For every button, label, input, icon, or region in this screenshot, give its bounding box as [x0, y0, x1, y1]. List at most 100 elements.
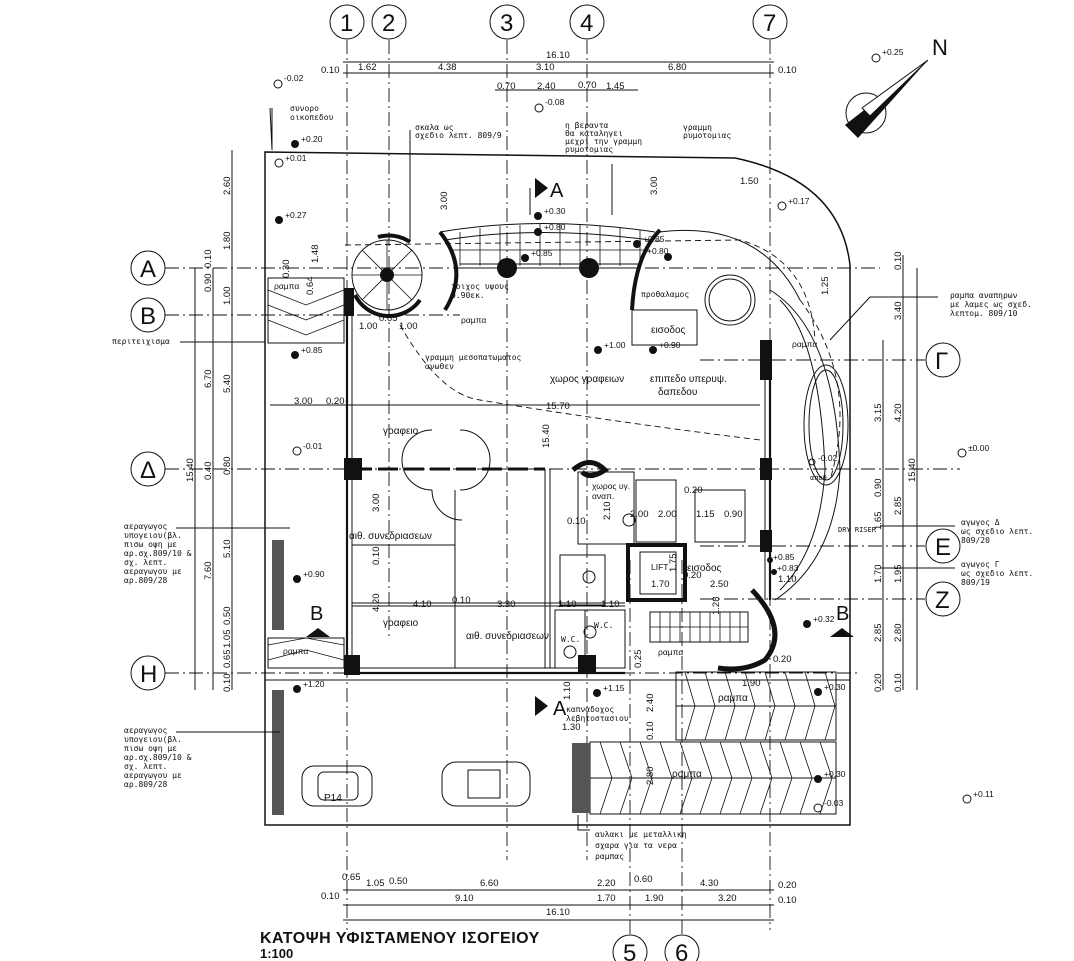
grid-bubble-G: Γ — [935, 348, 948, 375]
dim: 2.85 — [873, 624, 884, 643]
note-veranda: η βεραντα — [565, 121, 609, 130]
level-value: +0.32 — [813, 614, 835, 624]
dim: 1.95 — [893, 565, 904, 584]
note-vent: σχ. λεπτ. — [124, 762, 167, 771]
dim: 0.25 — [633, 650, 644, 669]
dim: 0.20 — [684, 485, 703, 496]
note-vent: αεραγωγος — [124, 726, 168, 735]
dim-total: 16.10 — [546, 907, 570, 918]
level-marker: +1.00 — [594, 340, 626, 354]
note-duct-d: αγωγος Δ — [961, 518, 1000, 527]
north-arrow-icon: N — [845, 35, 948, 138]
dim: 3.10 — [536, 62, 555, 73]
dim: 0.10 — [778, 895, 797, 906]
dim: 5.10 — [222, 540, 233, 559]
level-value: +0.27 — [285, 210, 307, 220]
dim: 0.10 — [203, 250, 214, 269]
note-duct-g: 809/19 — [961, 578, 990, 587]
dim: 0.50 — [222, 607, 233, 626]
ramp-label: ραμπα — [792, 339, 817, 349]
note-street-line: γραμμη — [683, 123, 712, 132]
dim: 7.60 — [203, 562, 214, 581]
dim: 0.20 — [778, 880, 797, 891]
level-marker: +0.90 — [649, 340, 681, 354]
dim: 3.00 — [371, 494, 382, 513]
dim: 2.20 — [597, 878, 616, 889]
level-marker: +0.20 — [291, 134, 323, 148]
dim: 0.10 — [778, 65, 797, 76]
level-value: ±0.00 — [968, 443, 989, 453]
drawing-scale: 1:100 — [260, 946, 293, 961]
section-mark-a: A — [553, 698, 567, 720]
note-veranda: μεχρι την γραμμη — [565, 137, 642, 146]
dim: 0.20 — [873, 674, 884, 693]
dim: 0.30 — [281, 260, 292, 279]
note-vent: σχ. λεπτ. — [124, 558, 167, 567]
dim: 0.20 — [683, 570, 702, 581]
dim: 1.90 — [742, 678, 761, 689]
dim: 2.40 — [537, 81, 556, 92]
ramp-disabled — [769, 289, 849, 601]
dim: 0.10 — [452, 595, 471, 606]
dim: 2.80 — [893, 624, 904, 643]
dim: 0.10 — [645, 722, 656, 741]
dim: 0.65 — [379, 313, 398, 324]
dim: 3.15 — [873, 404, 884, 423]
ramp-label: ραμπα — [274, 281, 299, 291]
note-duct-g: αγωγος Γ — [961, 560, 1000, 569]
grid-bubble-E: E — [935, 534, 951, 561]
dim: 0.90 — [873, 479, 884, 498]
dim: 2.85 — [893, 497, 904, 516]
dim: 0.70 — [497, 81, 516, 92]
drawing-title: ΚΑΤΟΨΗ ΥΦΙΣΤΑΜΕΝΟΥ ΙΣΟΓΕΙΟΥ — [260, 930, 540, 947]
dim: 15.40 — [907, 458, 918, 482]
level-value: +1.20 — [303, 679, 325, 689]
note-duct-g: ως σχεδιο λεπτ. — [961, 569, 1033, 578]
dim: 15.40 — [541, 424, 552, 448]
level-value: +0.25 — [882, 47, 904, 57]
level-value: -0.08 — [545, 97, 565, 107]
ramp-hatches — [265, 277, 850, 815]
grid-bubble-D: Δ — [140, 457, 156, 484]
section-marks: A A B B — [306, 178, 854, 720]
note-gutter: ραμπας — [595, 852, 624, 861]
dim: 2.60 — [222, 177, 233, 196]
level-value: -0.03 — [824, 798, 844, 808]
dim: 1.10 — [558, 599, 577, 610]
dim: 1.00 — [359, 321, 378, 332]
level-value: +0.90 — [659, 340, 681, 350]
note-vent: αεραγωγος — [124, 522, 168, 531]
dim: 0.70 — [578, 80, 597, 91]
level-marker: +1.15 — [593, 683, 625, 697]
note-street-line: ρυμοτομιας — [683, 131, 731, 140]
ramp-label: ραμπα — [283, 646, 308, 656]
dim: 1.00 — [399, 321, 418, 332]
dim: 6.80 — [668, 62, 687, 73]
level-markers: -0.02 -0.08 +0.25 +0.20 +0.01 +0.27 +0.3… — [273, 47, 994, 813]
note-wall: τοιχος υψους — [451, 282, 509, 291]
dim: 3.40 — [893, 302, 904, 321]
note-boundary: συνορο — [290, 104, 319, 113]
note-vent: αεραγωγου με — [124, 567, 182, 576]
note-mezzanine: ανωθεν — [425, 362, 454, 371]
room-sanitary: χωρος υγ. — [592, 481, 630, 491]
interior-dimensions: 3.00 0.20 15.70 15.40 3.00 0.10 4.20 4.1… — [281, 176, 797, 785]
dim: 4.38 — [438, 62, 457, 73]
level-value: -0.02 — [818, 453, 838, 463]
level-marker: -0.01 — [292, 441, 323, 456]
dim: 1.00 — [222, 287, 233, 306]
grid-bubble-H: H — [140, 661, 157, 688]
level-value: +0.85 — [531, 248, 553, 258]
note-chimney: λεβητοστασιου — [566, 714, 629, 723]
room-office-2: γραφειο — [383, 618, 419, 629]
dim: 0.10 — [371, 547, 382, 566]
note-vent: αεραγωγου με — [124, 771, 182, 780]
note-ramp-disabled: λεπτομ. 809/10 — [950, 309, 1018, 318]
dim: 2.80 — [645, 767, 656, 786]
dim: 3.00 — [649, 177, 660, 196]
dim: 0.65 — [222, 650, 233, 669]
level-value: +0.20 — [301, 134, 323, 144]
ramp-label: ραμπα — [718, 693, 748, 704]
dim-total: 16.10 — [546, 50, 570, 61]
room-labels: γραφειο αιθ. συνεδριασεων γραφειο αιθ. σ… — [274, 281, 877, 780]
